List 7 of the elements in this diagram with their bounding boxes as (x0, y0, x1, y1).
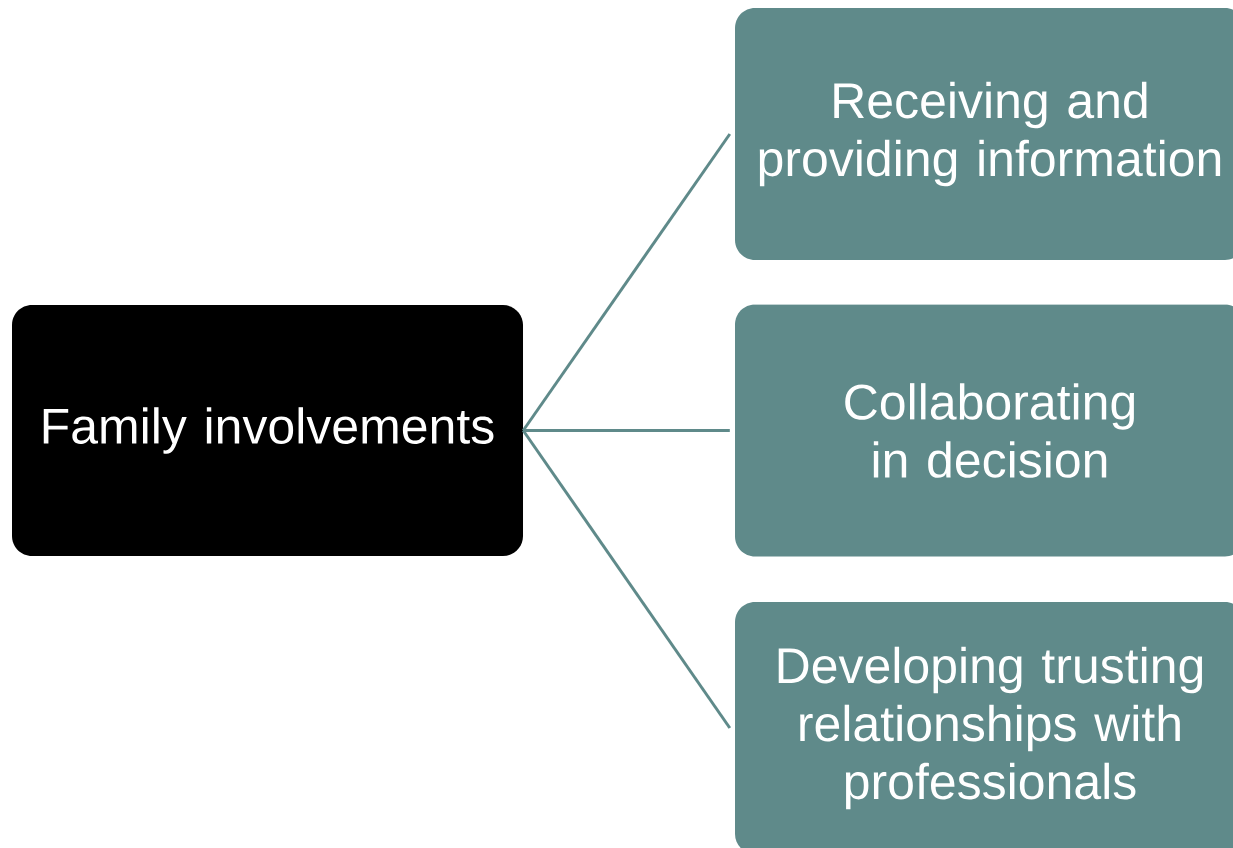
connector-line (521, 133, 732, 432)
connector-line (523, 429, 730, 432)
topic-box: Family involvements (12, 305, 523, 556)
category-box: Receiving and providing information (735, 8, 1233, 260)
category-box: Developing trusting relationships with professionals (735, 602, 1233, 848)
connector-line (521, 429, 732, 729)
category-box: Collaborating in decision (735, 304, 1233, 557)
